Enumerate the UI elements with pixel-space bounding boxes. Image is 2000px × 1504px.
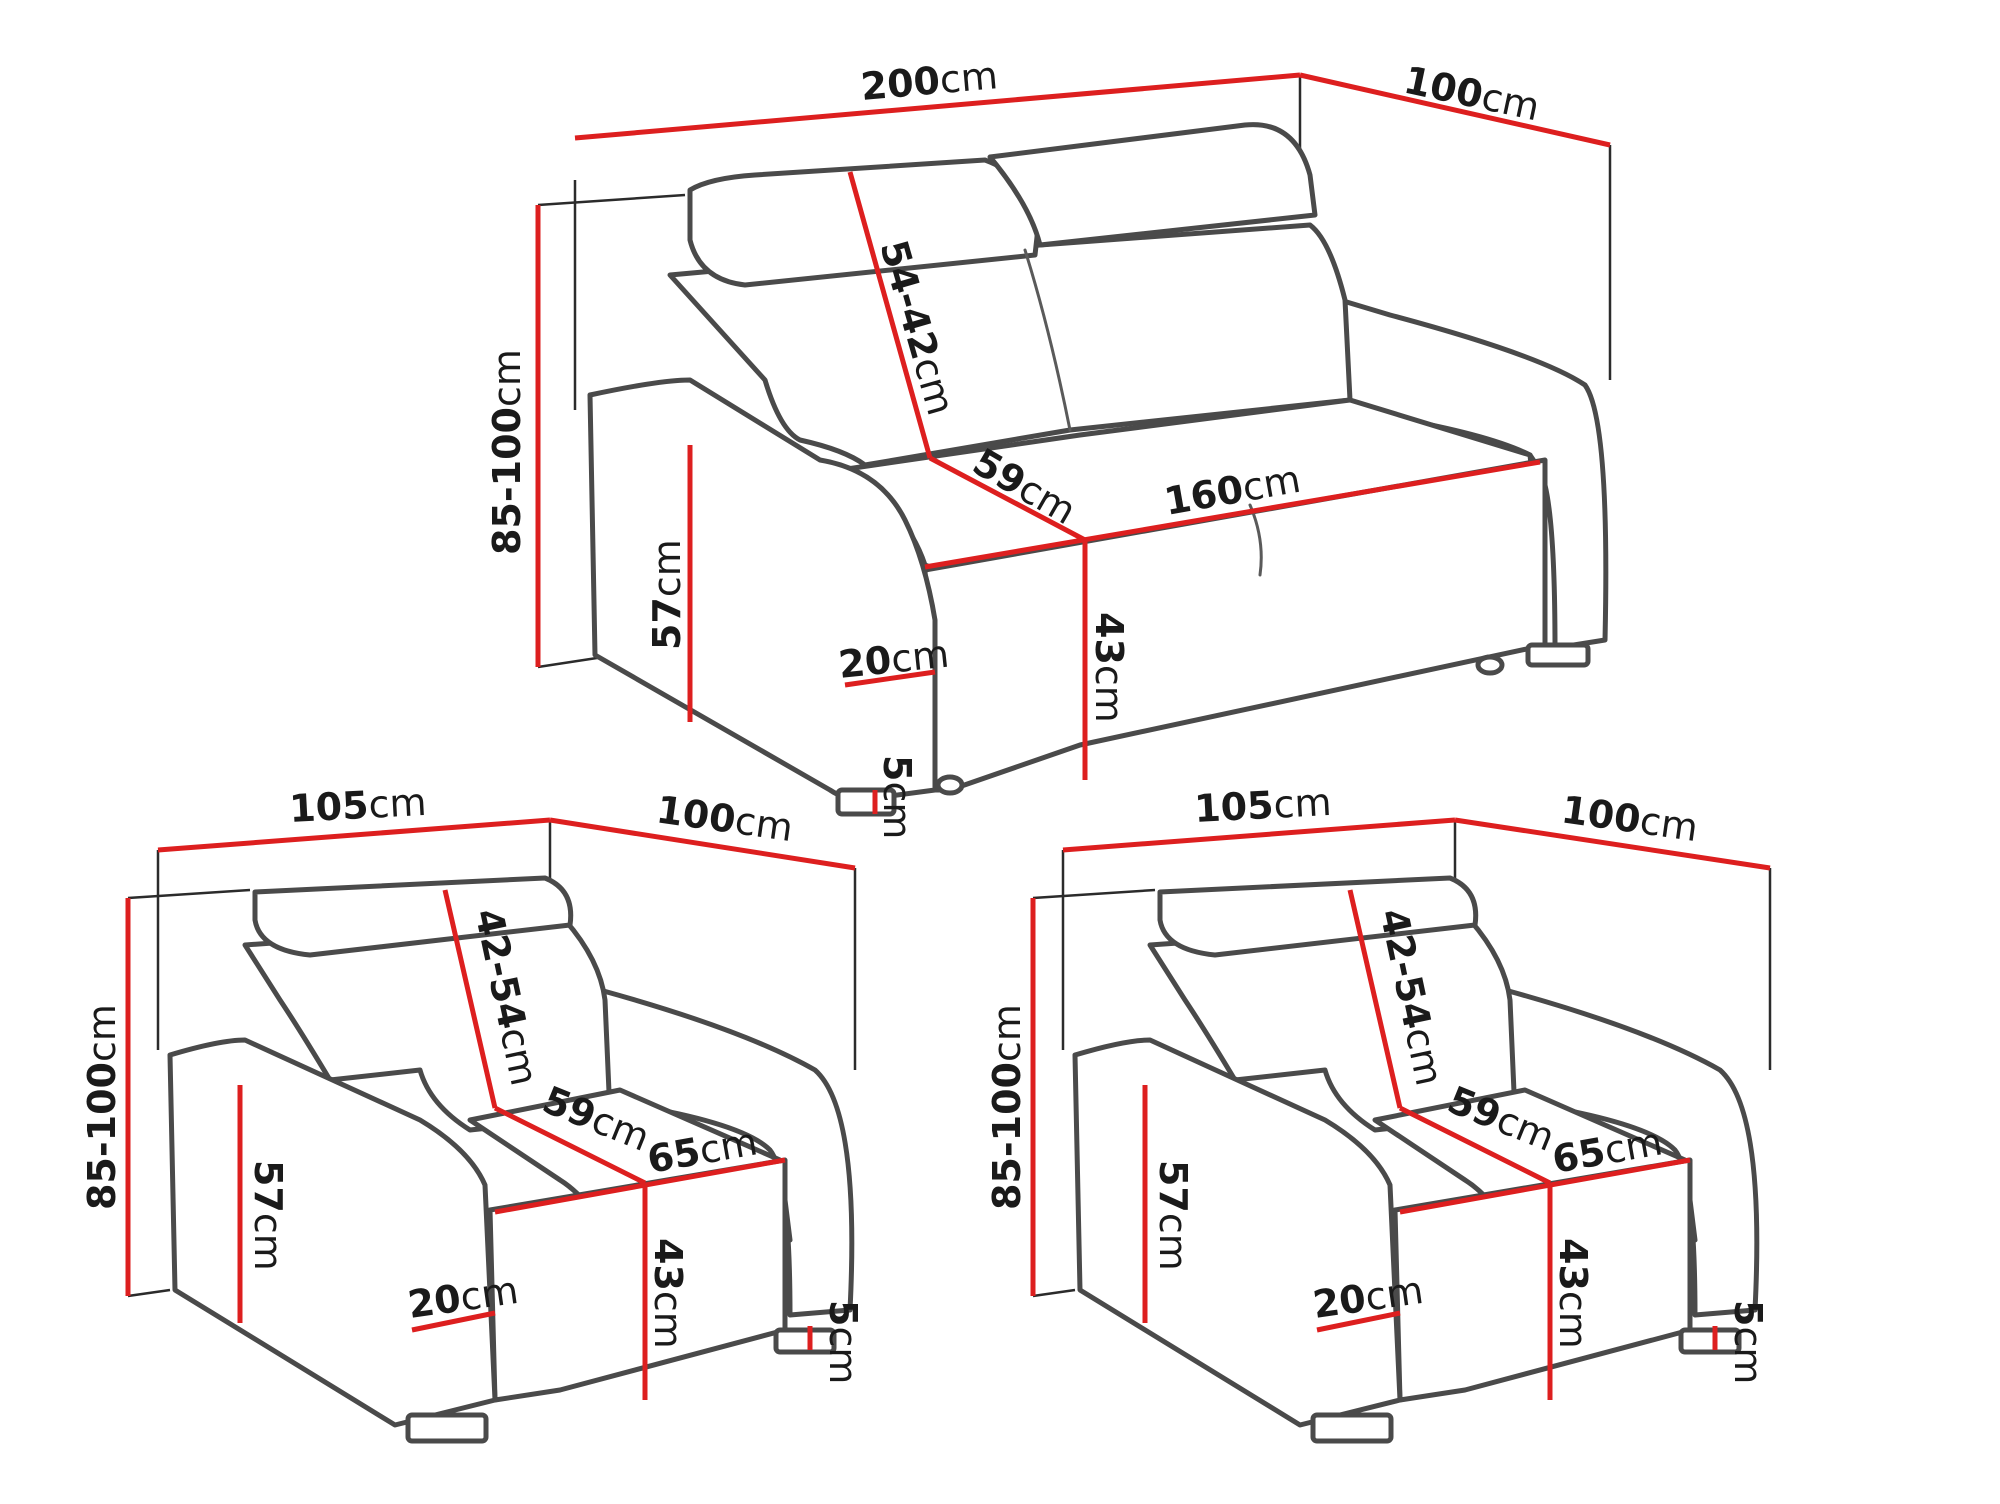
sofa-height-label: 85-100cm	[485, 349, 529, 555]
armchair-right-height-label: 85-100cm	[985, 1004, 1029, 1210]
armchair-right-arm-width-label: 20cm	[1310, 1268, 1426, 1327]
sofa-dimensions	[535, 72, 1611, 814]
armchair-left-height-label: 85-100cm	[80, 1004, 124, 1210]
armchair-left-drawing: 105cm 100cm 85-100cm 42-54cm 59cm 65cm 5…	[80, 780, 865, 1444]
armchair-right-drawing: 105cm 100cm 85-100cm 42-54cm 59cm 65cm 5…	[985, 780, 1772, 1444]
sofa-depth-line	[1299, 72, 1611, 148]
armchair-right-dimensions	[1030, 817, 1771, 1400]
sofa-seat-height-label: 43cm	[1087, 612, 1131, 723]
sofa-labels: 200cm 100cm 85-100cm 54-42cm 59cm 160cm …	[485, 53, 1544, 839]
armchair-right-depth-line	[1454, 817, 1771, 871]
armchair-left-labels: 105cm 100cm 85-100cm 42-54cm 59cm 65cm 5…	[80, 780, 865, 1385]
armchair-right-arm-width-line	[1316, 1310, 1401, 1333]
armchair-left-arm-width-line	[411, 1310, 496, 1333]
armchair-right-headrest-line	[1347, 889, 1403, 1109]
sofa-seat-depth-line	[928, 455, 1087, 543]
armchair-left-dimensions	[125, 817, 856, 1400]
sofa-width-line	[574, 72, 1301, 141]
sofa-drawing: 200cm 100cm 85-100cm 54-42cm 59cm 160cm …	[485, 53, 1612, 839]
sofa-arm-width-label: 20cm	[836, 632, 951, 687]
armchair-left-width-line	[157, 817, 551, 853]
sofa-leg-height-label: 5cm	[875, 755, 919, 839]
armchair-right-seat-depth-line	[1398, 1105, 1552, 1186]
armchair-left-leg-height-label: 5cm	[821, 1300, 865, 1384]
armchair-left-seat-height-label: 43cm	[646, 1238, 690, 1349]
sofa-seat-width-line	[924, 459, 1541, 570]
armchair-right-guides	[1032, 822, 1772, 1298]
armchair-left-seat-depth-line	[493, 1105, 647, 1186]
sofa-depth-label: 100cm	[1400, 58, 1543, 130]
armchair-left-seat-width-line	[494, 1157, 786, 1215]
armchair-right-depth-label: 100cm	[1559, 787, 1701, 850]
sofa-body	[587, 122, 1609, 817]
armchair-right-width-line	[1062, 817, 1456, 853]
armchair-left-arm-height-label: 57cm	[246, 1160, 290, 1271]
armchair-right-leg-height-label: 5cm	[1726, 1300, 1770, 1384]
armchair-left-width-label: 105cm	[288, 780, 427, 831]
armchair-left-depth-label: 100cm	[654, 787, 796, 850]
armchair-right-arm-height-label: 57cm	[1151, 1160, 1195, 1271]
armchair-left-seat-width-label: 65cm	[644, 1119, 761, 1182]
armchair-right-seat-width-label: 65cm	[1549, 1119, 1666, 1182]
armchair-right-seat-width-line	[1399, 1157, 1691, 1215]
armchair-left-arm-width-label: 20cm	[405, 1268, 521, 1327]
sofa-guides	[537, 75, 1612, 669]
armchair-right-seat-height-label: 43cm	[1551, 1238, 1595, 1349]
armchair-right-width-label: 105cm	[1193, 780, 1332, 831]
sofa-width-label: 200cm	[859, 53, 1000, 109]
sofa-arm-width-line	[844, 669, 936, 688]
armchair-left-headrest-line	[442, 889, 498, 1109]
sofa-arm-height-label: 57cm	[645, 539, 689, 650]
sofa-headrest-line	[847, 171, 933, 459]
armchair-left-depth-line	[549, 817, 856, 871]
